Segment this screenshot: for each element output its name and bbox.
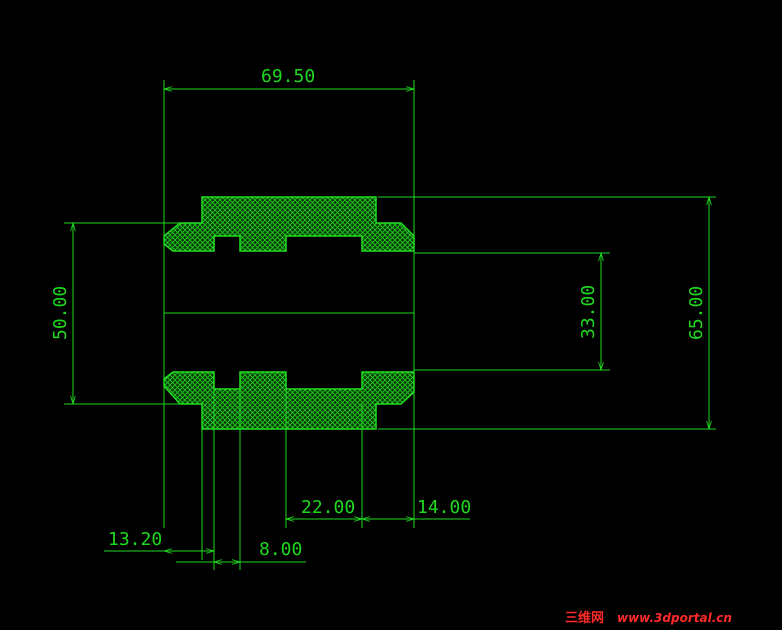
dim-width-d: 8.00: [259, 539, 302, 560]
dim-height-outer: 65.00: [686, 286, 707, 340]
watermark-cn: 三维网: [565, 610, 604, 626]
dim-height-inner: 33.00: [578, 285, 599, 339]
dim-width-c: 13.20: [108, 529, 162, 550]
dim-width-b: 14.00: [417, 497, 471, 518]
dim-width-top: 69.50: [261, 66, 315, 87]
upper-profile: [163, 196, 415, 252]
lower-profile: [163, 371, 415, 430]
dim-height-left: 50.00: [50, 286, 71, 340]
watermark-url: www.3dportal.cn: [617, 611, 732, 625]
dim-width-a: 22.00: [301, 497, 355, 518]
